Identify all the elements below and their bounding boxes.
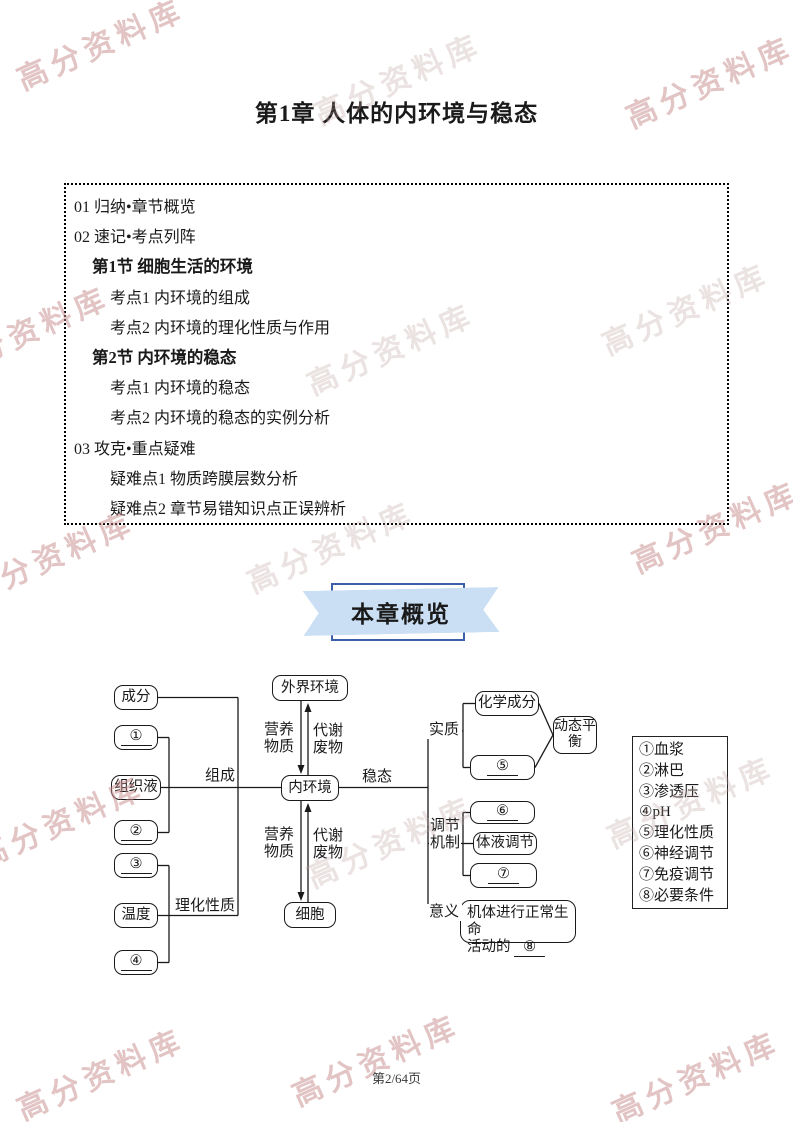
node-neihuanjing: 内环境: [281, 775, 339, 801]
blank-num7: ⑦: [488, 867, 519, 884]
toc-item: 考点2 内环境的理化性质与作用: [110, 319, 331, 337]
key-item: ⑥神经调节: [639, 845, 715, 862]
key-item: ④pH: [639, 804, 671, 821]
label-daixie-up: 代谢废物: [312, 723, 343, 757]
node-num5: ⑤: [470, 755, 535, 780]
blank-num3: ③: [120, 857, 152, 874]
toc-item: 考点2 内环境的稳态的实例分析: [110, 410, 331, 428]
node-wendu: 温度: [114, 903, 158, 928]
toc-item-section: 第1节 细胞生活的环境: [92, 257, 253, 277]
concept-diagram: 成分 ① 组织液 ② ③ 温度 ④ 外界环境 内环境 细胞 化学成分 ⑤ 动态平…: [60, 665, 760, 1000]
toc-item: 01 归纳•章节概览: [74, 199, 196, 217]
node-zuzhiye: 组织液: [111, 775, 161, 800]
blank-num8: ⑧: [514, 939, 546, 957]
node-num4: ④: [114, 950, 158, 975]
blank-num1: ①: [120, 729, 152, 746]
node-chengfen: 成分: [114, 685, 158, 710]
toc-item: 02 速记•考点列阵: [74, 229, 196, 247]
label-wentai: 稳态: [361, 769, 392, 785]
node-dongtaipingheng: 动态平衡: [553, 716, 597, 754]
node-tiyetiaojie: 体液调节: [473, 832, 537, 855]
label-daixie-down: 代谢废物: [312, 828, 343, 862]
key-item: ⑤理化性质: [639, 825, 715, 842]
key-item: ①血浆: [639, 742, 685, 758]
meaning-line1: 机体进行正常生命: [467, 905, 569, 938]
key-item: ⑦免疫调节: [639, 866, 715, 883]
node-huaxuechengfen: 化学成分: [475, 691, 539, 716]
toc-item: 疑难点1 物质跨膜层数分析: [110, 470, 299, 488]
arrowheads: [297, 703, 312, 901]
toc-item: 03 攻克•重点疑难: [74, 440, 196, 458]
node-num7: ⑦: [470, 863, 537, 888]
blank-num4: ④: [120, 954, 152, 971]
toc-box: 01 归纳•章节概览 02 速记•考点列阵 第1节 细胞生活的环境 考点1 内环…: [64, 183, 729, 525]
meaning-line2: 活动的: [467, 939, 511, 955]
banner-title: 本章概览: [351, 601, 451, 627]
node-waijiehuanjing: 外界环境: [272, 675, 348, 701]
toc-item: 疑难点2 章节易错知识点正误辨析: [110, 500, 347, 518]
node-num1: ①: [114, 725, 158, 750]
blank-num6: ⑥: [487, 804, 518, 821]
node-xibao: 细胞: [284, 902, 336, 928]
toc-item: 考点1 内环境的稳态: [110, 380, 251, 398]
node-num2: ②: [114, 820, 158, 845]
label-yiyi: 意义: [426, 904, 462, 922]
key-item: ②淋巴: [639, 762, 685, 779]
watermark: 高分资料库: [287, 1009, 466, 1113]
answer-key-box: ①血浆 ②淋巴 ③渗透压 ④pH ⑤理化性质 ⑥神经调节 ⑦免疫调节 ⑧必要条件: [632, 736, 728, 909]
toc-item-section: 第2节 内环境的稳态: [92, 348, 237, 368]
label-zucheng: 组成: [204, 768, 235, 784]
toc-item: 考点1 内环境的组成: [110, 289, 251, 307]
label-lihuaxingzhi: 理化性质: [174, 898, 235, 914]
label-tiaojiejizhi: 调节机制: [429, 818, 461, 853]
page-number: 第2/64页: [371, 1071, 422, 1086]
key-item: ③渗透压: [639, 783, 700, 800]
label-yingyang-down: 营养物质: [263, 827, 294, 861]
key-item: ⑧必要条件: [639, 887, 715, 904]
label-yingyang-up: 营养物质: [263, 722, 294, 756]
chapter-title: 第1章 人体的内环境与稳态: [254, 101, 539, 126]
label-shizhi: 实质: [426, 722, 462, 740]
watermark: 高分资料库: [12, 0, 191, 97]
node-num6: ⑥: [470, 801, 535, 824]
node-num3: ③: [114, 853, 158, 878]
node-meaning: 机体进行正常生命 活动的 ⑧: [460, 900, 576, 957]
blank-num2: ②: [120, 824, 152, 841]
blank-num5: ⑤: [487, 759, 518, 776]
